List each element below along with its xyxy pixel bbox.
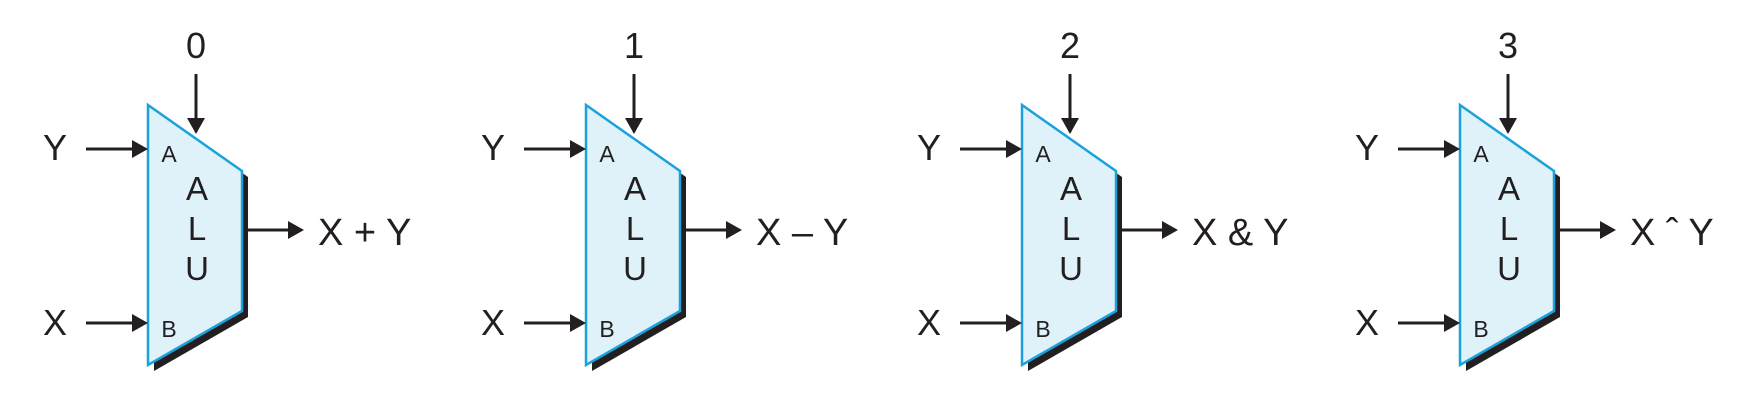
input-top-arrowhead-3 (1444, 140, 1460, 158)
input-bottom-arrowhead-1 (570, 314, 586, 332)
port-a-label-3: A (1473, 141, 1489, 167)
input-top-arrowhead-0 (132, 140, 148, 158)
body-letter-l-3: L (1500, 210, 1518, 247)
input-bottom-arrowhead-3 (1444, 314, 1460, 332)
control-arrowhead-0 (187, 118, 205, 134)
port-b-label-0: B (161, 316, 176, 342)
body-letter-u-3: U (1497, 250, 1521, 287)
input-bottom-arrowhead-0 (132, 314, 148, 332)
alu-body-3 (1458, 102, 1556, 368)
port-b-label-1: B (599, 316, 614, 342)
alu-body-1 (584, 102, 682, 368)
control-arrowhead-3 (1499, 118, 1517, 134)
body-letter-a-1: A (624, 170, 646, 207)
input-bottom-label-2: X (917, 302, 941, 343)
output-arrowhead-0 (288, 221, 304, 239)
input-top-label-1: Y (481, 127, 505, 168)
port-a-label-1: A (599, 141, 615, 167)
alu-unit-3: 3 Y X A B A L U X ˆ Y (1355, 25, 1714, 371)
body-letter-a-3: A (1498, 170, 1520, 207)
control-arrowhead-2 (1061, 118, 1079, 134)
body-letter-u-1: U (623, 250, 647, 287)
body-letter-l-1: L (626, 210, 644, 247)
output-label-2: X & Y (1192, 212, 1288, 254)
alu-unit-2: 2 Y X A B A L U X & Y (917, 25, 1288, 371)
port-a-label-0: A (161, 141, 177, 167)
output-label-1: X – Y (756, 212, 848, 254)
alu-unit-1: 1 Y X A B A L U X – Y (481, 25, 848, 371)
output-label-0: X + Y (318, 212, 411, 254)
alu-unit-0: 0 Y X A B A L U X + Y (43, 25, 411, 371)
body-letter-l-2: L (1062, 210, 1080, 247)
input-top-arrowhead-1 (570, 140, 586, 158)
control-label-1: 1 (624, 25, 644, 66)
body-letter-a-2: A (1060, 170, 1082, 207)
body-letter-u-2: U (1059, 250, 1083, 287)
input-top-label-3: Y (1355, 127, 1379, 168)
port-b-label-2: B (1035, 316, 1050, 342)
body-letter-l-0: L (188, 210, 206, 247)
output-arrowhead-3 (1600, 221, 1616, 239)
alu-body-2 (1020, 102, 1118, 368)
input-bottom-label-0: X (43, 302, 67, 343)
body-letter-u-0: U (185, 250, 209, 287)
control-label-0: 0 (186, 25, 206, 66)
alu-body-0 (146, 102, 244, 368)
input-bottom-arrowhead-2 (1006, 314, 1022, 332)
output-arrowhead-1 (726, 221, 742, 239)
port-a-label-2: A (1035, 141, 1051, 167)
input-bottom-label-1: X (481, 302, 505, 343)
port-b-label-3: B (1473, 316, 1488, 342)
input-bottom-label-3: X (1355, 302, 1379, 343)
input-top-label-0: Y (43, 127, 67, 168)
control-label-3: 3 (1498, 25, 1518, 66)
control-label-2: 2 (1060, 25, 1080, 66)
output-label-3: X ˆ Y (1630, 212, 1714, 254)
input-top-arrowhead-2 (1006, 140, 1022, 158)
control-arrowhead-1 (625, 118, 643, 134)
body-letter-a-0: A (186, 170, 208, 207)
input-top-label-2: Y (917, 127, 941, 168)
output-arrowhead-2 (1162, 221, 1178, 239)
